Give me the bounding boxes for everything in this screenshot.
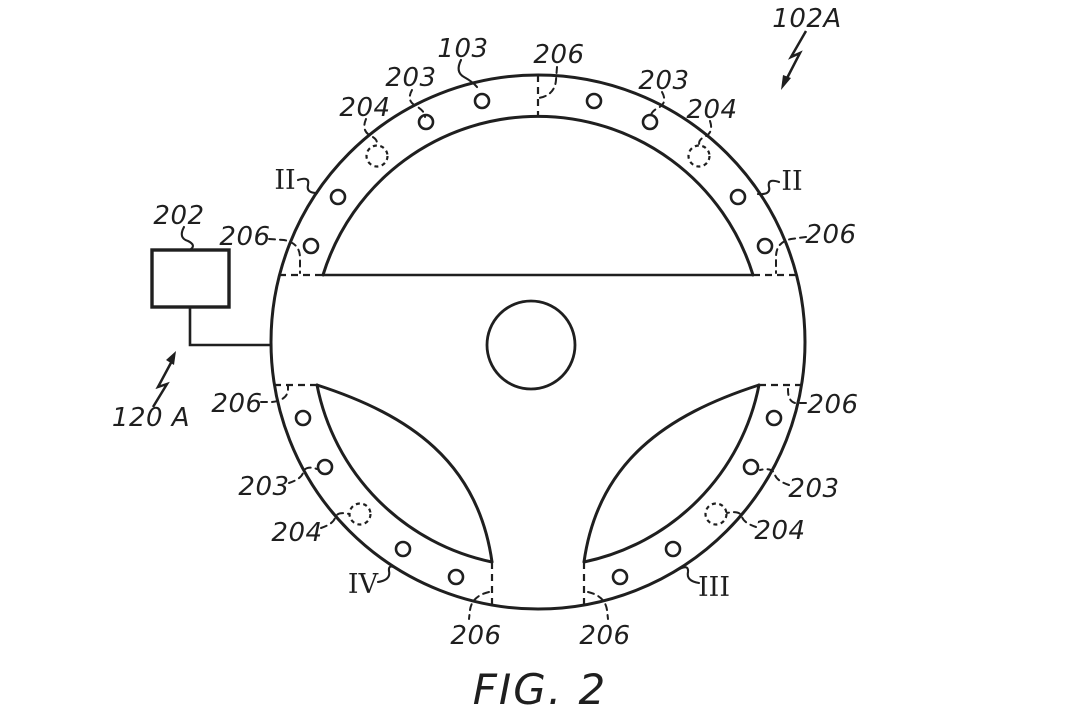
label-204-top-right: 204 — [686, 95, 737, 125]
sensor-hole — [447, 568, 465, 586]
arrowhead-102a — [781, 75, 791, 90]
leader-204-lower-left — [320, 512, 350, 529]
leader-206-bottom-right — [587, 591, 609, 620]
figure-caption: FIG. 2 — [473, 665, 608, 714]
label-206-lower-left: 206 — [211, 389, 262, 419]
label-103: 103 — [437, 34, 488, 64]
label-206-upper-left: 206 — [219, 222, 270, 252]
sensor-hole — [302, 237, 320, 255]
sensor-hole — [664, 540, 682, 558]
assembly-arrow-102a — [782, 30, 808, 85]
sensor-hole — [756, 237, 774, 255]
leader-203-top-right — [649, 91, 666, 119]
sensor-hole — [417, 113, 435, 131]
label-206-lower-right: 206 — [807, 390, 858, 420]
sensor-hole — [316, 458, 334, 476]
controller-box — [150, 248, 231, 309]
label-206-top: 206 — [533, 40, 584, 70]
sensor-hole — [585, 92, 603, 110]
sensor-hole — [641, 113, 659, 131]
sensor-hole-dashed — [687, 144, 711, 168]
sensor-hole-dashed — [365, 144, 389, 168]
rim-outer-circle — [269, 73, 807, 611]
sensor-hole — [729, 188, 747, 206]
leader-206-upper-right — [775, 236, 807, 274]
leader-206-lower-right — [787, 385, 807, 404]
sensor-hole-dashed — [704, 502, 728, 526]
label-206-upper-right: 206 — [805, 220, 856, 250]
leader-206-lower-left — [260, 385, 289, 403]
leader-ii-right — [756, 179, 781, 196]
sensor-hole — [742, 458, 760, 476]
rim-inner-lower-left-arc — [315, 383, 494, 564]
leader-iv — [376, 565, 402, 584]
sensor-hole — [394, 540, 412, 558]
optional-sensors — [348, 144, 728, 526]
wheel-outline — [150, 73, 807, 611]
sensor-hole — [611, 568, 629, 586]
label-203-top-right: 203 — [638, 66, 689, 96]
controller-wire — [188, 305, 273, 347]
sensor-hole-dashed — [348, 502, 372, 526]
rim-inner-top-arc — [321, 114, 755, 277]
leader-202 — [180, 225, 194, 251]
label-iv: IV — [348, 569, 379, 600]
leader-iii — [674, 566, 701, 585]
sensor-hole — [765, 409, 783, 427]
label-iii: III — [698, 572, 730, 603]
leader-206-top — [538, 66, 558, 99]
label-102a: 102A — [772, 4, 841, 34]
leader-103 — [457, 58, 479, 89]
rim-sensors — [294, 92, 783, 586]
sensor-hole — [329, 188, 347, 206]
label-204-lower-right: 204 — [754, 516, 805, 546]
reference-labels: 102A 103 206 203 203 204 204 II II 202 2… — [112, 4, 858, 714]
label-203-lower-right: 203 — [788, 474, 839, 504]
label-206-bottom-left: 206 — [450, 621, 501, 651]
leader-203-top-left — [408, 89, 426, 118]
sensor-hole — [473, 92, 491, 110]
label-203-lower-left: 203 — [238, 472, 289, 502]
label-ii-right: II — [781, 166, 802, 197]
label-203-top-left: 203 — [385, 63, 436, 93]
dashed-leaders — [260, 66, 807, 620]
leader-204-lower-right — [726, 511, 757, 528]
label-120a: 120 A — [112, 403, 190, 433]
arrowhead-120a — [166, 351, 176, 365]
spoke-left-edge — [315, 383, 494, 564]
leader-204-top-left — [363, 118, 378, 146]
zone-boundaries — [274, 75, 802, 605]
bolt-arrows — [151, 30, 808, 408]
leader-204-top-right — [698, 120, 713, 147]
leader-206-upper-left — [268, 238, 301, 274]
spoke-right-edge — [582, 383, 761, 564]
sensor-hole — [294, 409, 312, 427]
hub-circle — [485, 299, 577, 391]
leader-203-lower-left — [288, 466, 318, 484]
system-arrow-120a — [151, 358, 175, 408]
rim-inner-lower-right-arc — [582, 383, 761, 564]
label-204-lower-left: 204 — [271, 518, 322, 548]
leader-203-lower-right — [759, 468, 790, 486]
leader-206-bottom-left — [468, 591, 490, 620]
label-202: 202 — [153, 201, 204, 231]
solid-leaders — [180, 58, 781, 585]
leader-ii-left — [296, 177, 319, 195]
arrowheads — [166, 75, 791, 365]
label-206-bottom-right: 206 — [579, 621, 630, 651]
label-204-top-left: 204 — [339, 93, 390, 123]
label-ii-left: II — [274, 165, 295, 196]
